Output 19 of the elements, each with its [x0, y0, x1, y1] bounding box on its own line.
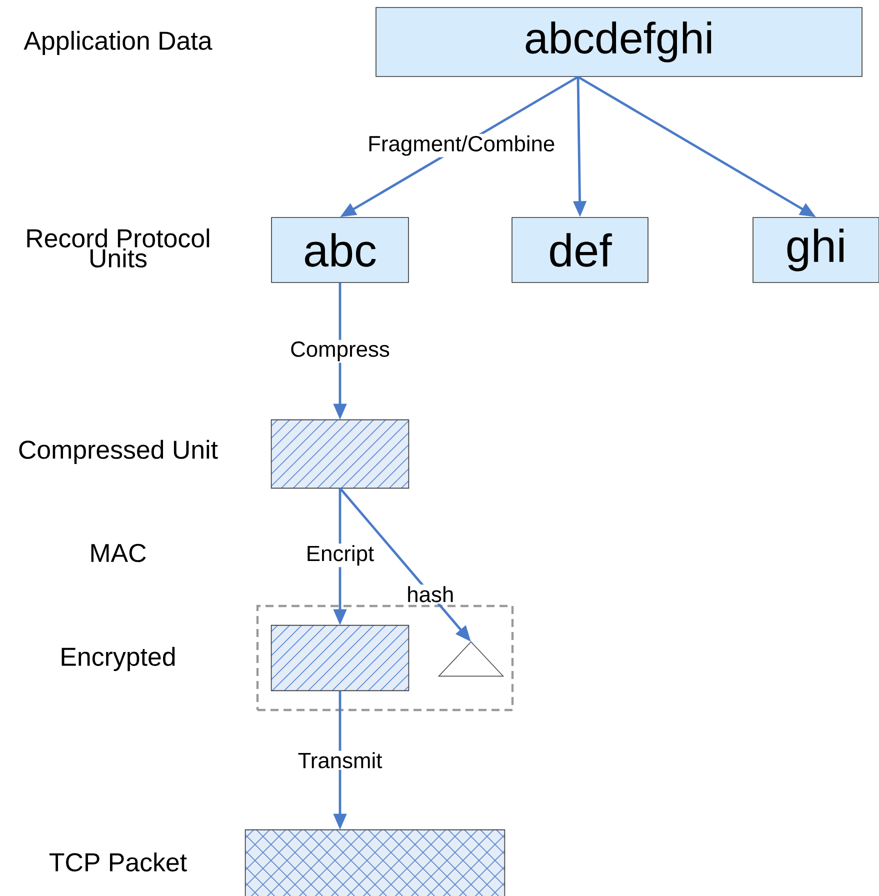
edge-label: Transmit: [296, 750, 384, 770]
edge-label: Compress: [288, 340, 392, 363]
edge-label: Fragment/Combine: [366, 134, 557, 158]
row-label: Application Data: [24, 30, 212, 56]
dashed-group-box: [256, 604, 514, 712]
text-box: ghi: [752, 217, 879, 283]
row-label: Encrypted: [62, 646, 175, 672]
row-label: MAC: [91, 544, 146, 562]
edge-label: hash: [405, 584, 456, 604]
edge-label: Encript: [304, 544, 376, 568]
row-label: Compressed Unit: [19, 440, 218, 464]
hatched-box: [270, 624, 410, 692]
text-box: abc: [271, 217, 409, 283]
text-box: abcdefghi: [376, 7, 862, 77]
hatched-box: [270, 419, 410, 489]
row-label: TCP Packet: [49, 852, 187, 872]
crosshatched-box: [244, 829, 506, 896]
row-label: Record Protocol Units: [27, 228, 210, 268]
text-box: def: [512, 217, 648, 283]
